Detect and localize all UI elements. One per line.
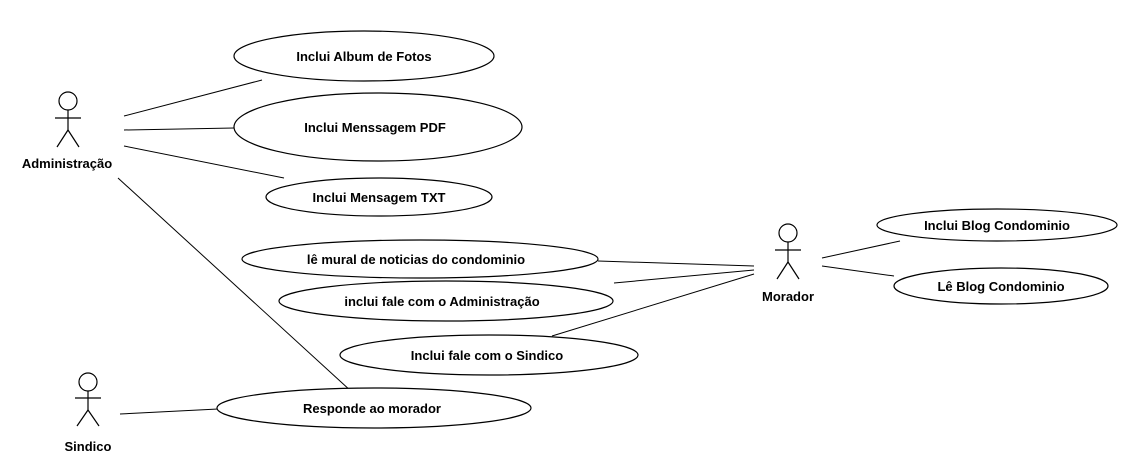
use-case-fale-sindico-label: Inclui fale com o Sindico bbox=[411, 348, 563, 363]
use-case-blog-inclui-ellipse bbox=[876, 208, 1118, 242]
stick-figure-icon bbox=[775, 223, 801, 280]
actor-morador-label: Morador bbox=[762, 289, 814, 304]
actor-morador[interactable]: Morador bbox=[762, 223, 814, 304]
use-case-fale-sindico[interactable]: Inclui fale com o Sindico bbox=[339, 334, 639, 376]
use-case-mural[interactable]: lê mural de noticias do condominio bbox=[241, 239, 599, 279]
use-case-album-ellipse bbox=[233, 30, 495, 82]
use-case-txt[interactable]: Inclui Mensagem TXT bbox=[265, 177, 493, 217]
actor-sindico[interactable]: Sindico bbox=[65, 372, 112, 454]
stick-figure-icon bbox=[55, 91, 81, 148]
use-case-txt-ellipse bbox=[265, 177, 493, 217]
use-case-pdf[interactable]: Inclui Menssagem PDF bbox=[233, 92, 523, 162]
use-case-album[interactable]: Inclui Album de Fotos bbox=[233, 30, 495, 82]
assoc-admin-pdf bbox=[123, 127, 235, 131]
use-case-album-label: Inclui Album de Fotos bbox=[296, 49, 431, 64]
assoc-morador-mural bbox=[597, 260, 755, 267]
use-case-responde-ellipse bbox=[216, 387, 532, 429]
use-case-blog-le[interactable]: Lê Blog Condominio bbox=[893, 267, 1109, 305]
stick-figure-icon bbox=[75, 372, 101, 427]
use-case-fale-admin-label: inclui fale com o Administração bbox=[344, 294, 539, 309]
use-case-responde-label: Responde ao morador bbox=[303, 401, 441, 416]
use-case-blog-inclui-label: Inclui Blog Condominio bbox=[924, 218, 1070, 233]
use-case-mural-ellipse bbox=[241, 239, 599, 279]
use-case-blog-inclui[interactable]: Inclui Blog Condominio bbox=[876, 208, 1118, 242]
assoc-admin-album bbox=[123, 79, 263, 117]
assoc-morador-blog-inclui bbox=[821, 240, 901, 259]
use-case-responde[interactable]: Responde ao morador bbox=[216, 387, 532, 429]
actor-administracao[interactable]: Administração bbox=[22, 91, 112, 171]
use-case-fale-admin-ellipse bbox=[278, 280, 614, 322]
actor-administracao-label: Administração bbox=[22, 156, 112, 171]
assoc-morador-fale-admin bbox=[613, 269, 755, 284]
assoc-morador-fale-sindico bbox=[551, 273, 755, 337]
use-case-fale-admin[interactable]: inclui fale com o Administração bbox=[278, 280, 614, 322]
assoc-admin-txt bbox=[123, 145, 285, 179]
use-case-mural-label: lê mural de noticias do condominio bbox=[307, 252, 525, 267]
use-case-pdf-label: Inclui Menssagem PDF bbox=[304, 120, 446, 135]
assoc-admin-responde bbox=[117, 177, 353, 393]
assoc-sindico-responde bbox=[119, 408, 219, 415]
use-case-pdf-ellipse bbox=[233, 92, 523, 162]
use-case-blog-le-label: Lê Blog Condominio bbox=[937, 279, 1064, 294]
use-case-txt-label: Inclui Mensagem TXT bbox=[313, 190, 446, 205]
associations bbox=[117, 79, 901, 415]
actor-sindico-label: Sindico bbox=[65, 439, 112, 454]
use-case-fale-sindico-ellipse bbox=[339, 334, 639, 376]
use-case-blog-le-ellipse bbox=[893, 267, 1109, 305]
assoc-morador-blog-le bbox=[821, 265, 895, 277]
